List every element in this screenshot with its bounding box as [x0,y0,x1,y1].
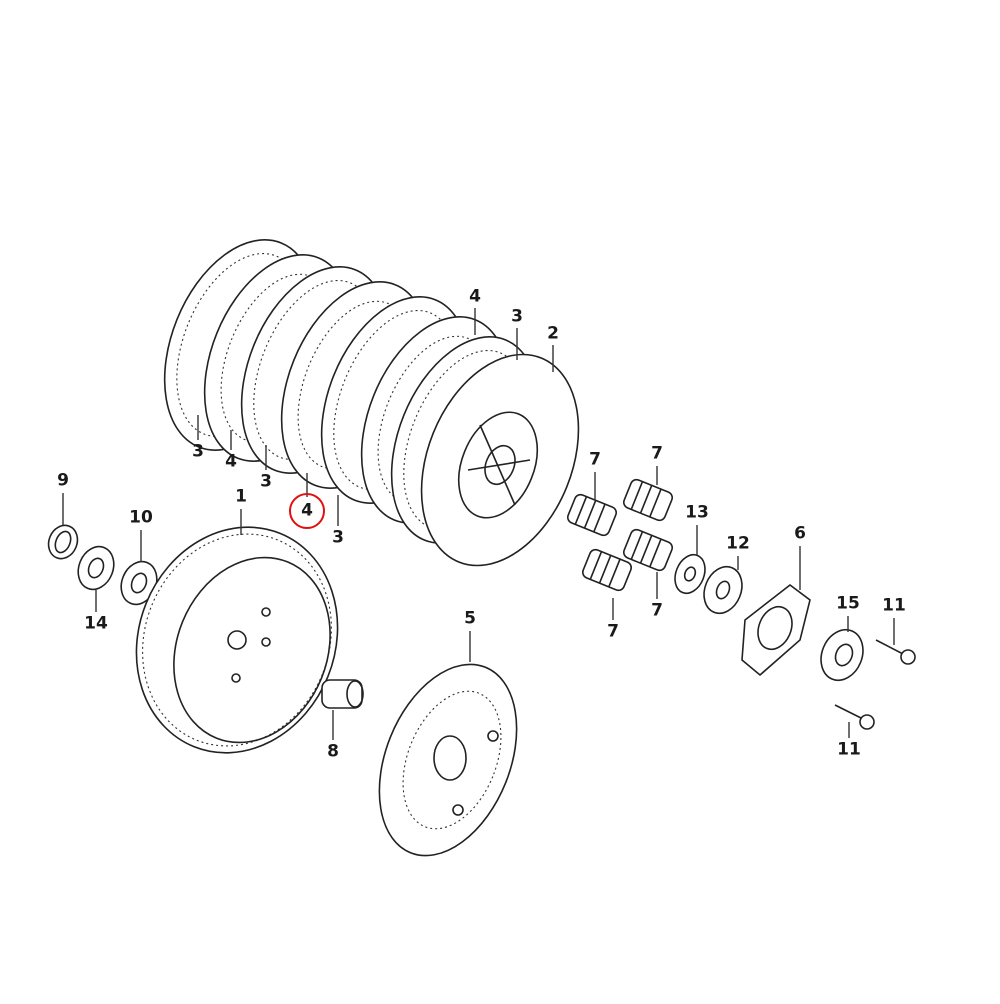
callout-label: 15 [836,593,860,614]
small-washers-left [47,524,158,606]
callout-label: 3 [192,441,204,462]
callout-label: 5 [464,608,476,629]
callout-label: 10 [129,507,153,528]
callout-label: 11 [882,595,906,616]
callout-label: 12 [726,533,750,554]
callout-label: 1 [235,486,247,507]
callout-label: 6 [794,523,806,544]
callout-label: 8 [327,741,339,762]
callout-label: 3 [511,306,523,327]
callout-label: 3 [332,527,344,548]
callout-label: 7 [607,621,619,642]
callout-label: 2 [547,323,559,344]
clutch-outer-basket [135,526,339,754]
clutch-center [420,353,580,567]
callout-label: 7 [651,443,663,464]
clutch-springs [566,478,674,592]
callout-label: 11 [837,739,861,760]
callout-label: 3 [260,471,272,492]
callout-label: 14 [84,613,108,634]
highlighted-callout-label: 4 [301,500,313,521]
callout-label: 7 [589,449,601,470]
lifter-piece [703,565,743,615]
collar [321,679,364,709]
washer [674,553,706,595]
leader-lines [62,308,895,740]
bearing [820,628,864,682]
callout-label: 4 [225,451,237,472]
callout-label: 7 [651,600,663,621]
callout-label: 13 [685,502,709,523]
pressure-plate [378,663,518,857]
lifter-plate [741,583,811,677]
highlight-circle [289,493,325,529]
callout-label: 4 [469,286,481,307]
callout-label: 9 [57,470,69,491]
bolts [834,639,916,730]
